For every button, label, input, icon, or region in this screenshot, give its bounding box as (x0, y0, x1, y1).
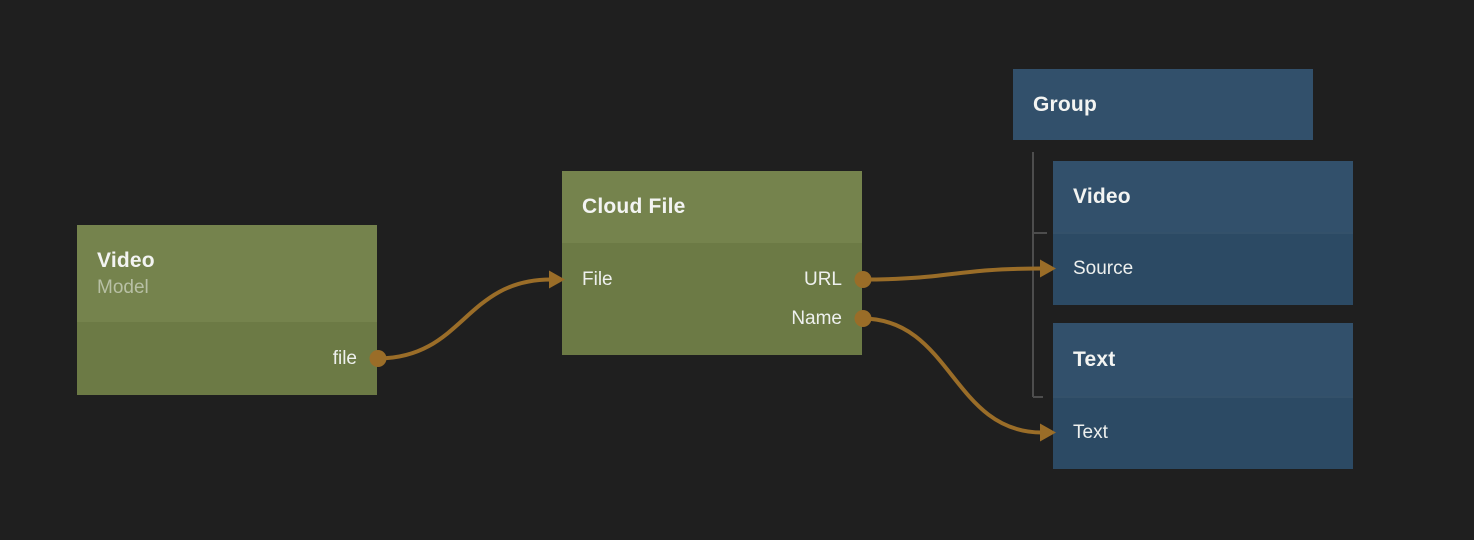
node-header[interactable]: Group (1013, 69, 1313, 140)
port-output-name[interactable]: Name (791, 307, 842, 329)
node-body: file (77, 322, 377, 395)
edge-wire[interactable] (861, 266, 1043, 282)
port-output-file[interactable]: file (332, 347, 357, 369)
node-subtitle: Model (97, 276, 149, 298)
node-title: Video (1073, 184, 1131, 208)
node-title: Cloud File (582, 195, 686, 218)
node-title: Text (1073, 347, 1116, 371)
port-row: File URL (562, 260, 862, 299)
edge-video_model.file-to-cloud_file.file[interactable] (369, 270, 566, 368)
node-header[interactable]: Text (1053, 323, 1353, 396)
port-output-url[interactable]: URL (803, 268, 842, 290)
port-row: Text (1053, 413, 1353, 452)
port-input-file[interactable]: File (582, 268, 613, 290)
node-video[interactable]: Video Source (1053, 161, 1353, 305)
edge-cloud_file.url-to-video.source[interactable] (854, 259, 1057, 289)
edge-cloud_file.name-to-text.text[interactable] (854, 310, 1057, 442)
node-header[interactable]: Video Model (77, 225, 377, 322)
port-row: Source (1053, 249, 1353, 288)
edge-wire[interactable] (861, 316, 1043, 435)
node-header[interactable]: Cloud File (562, 171, 862, 243)
node-cloud-file[interactable]: Cloud File File URL Name (562, 171, 862, 355)
node-body: Source (1053, 232, 1353, 305)
port-input-source[interactable]: Source (1073, 257, 1134, 279)
node-body: Text (1053, 396, 1353, 469)
edge-wire[interactable] (376, 277, 552, 361)
node-header[interactable]: Video (1053, 161, 1353, 232)
node-title: Video (97, 248, 155, 272)
port-row: file (77, 339, 377, 378)
port-input-text[interactable]: Text (1073, 421, 1108, 443)
node-text[interactable]: Text Text (1053, 323, 1353, 469)
node-group[interactable]: Group (1013, 69, 1313, 140)
port-row: Name (562, 299, 862, 338)
node-video-model[interactable]: Video Model file (77, 225, 377, 395)
node-body: File URL Name (562, 243, 862, 355)
node-title: Group (1033, 92, 1097, 116)
group-tree-line (1032, 152, 1047, 398)
